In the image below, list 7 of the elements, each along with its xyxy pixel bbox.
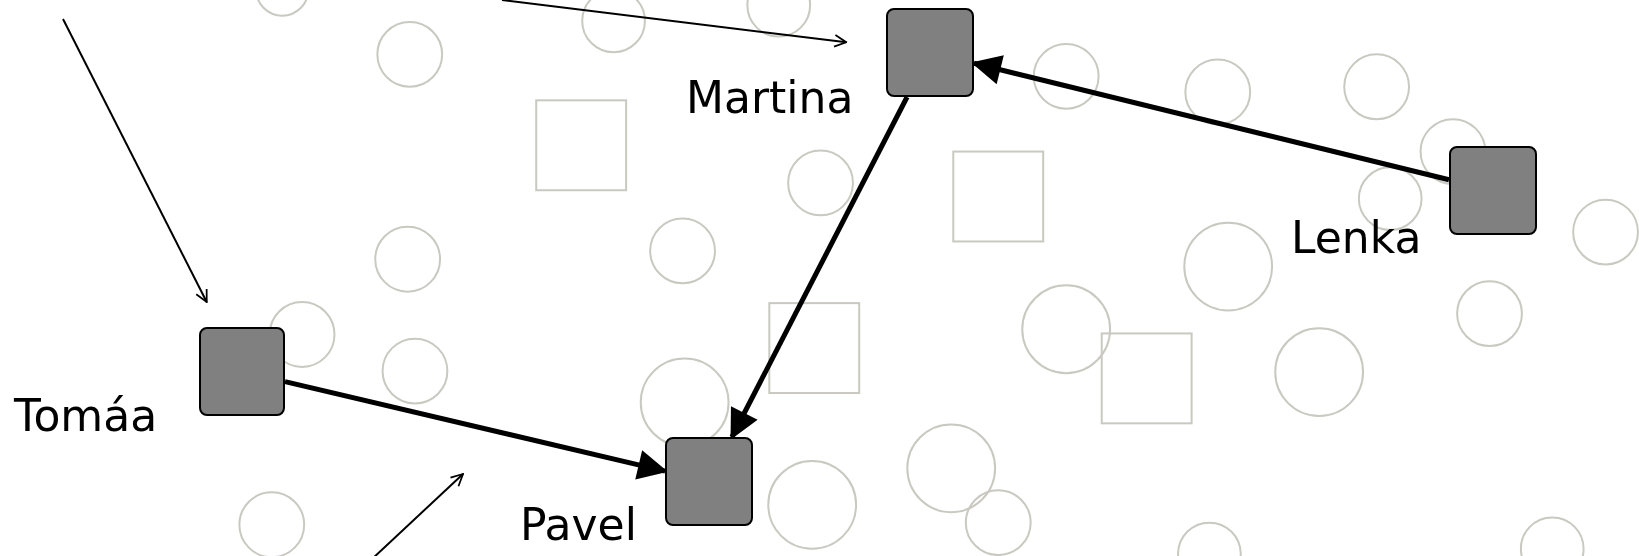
arrow [729,95,910,440]
node-label: Tomáa [14,394,158,438]
arrow [501,0,848,48]
node-label: Martina [686,76,854,120]
arrow [62,18,208,304]
node-label: Pavel [520,503,637,547]
node-label: Lenka [1291,216,1422,260]
